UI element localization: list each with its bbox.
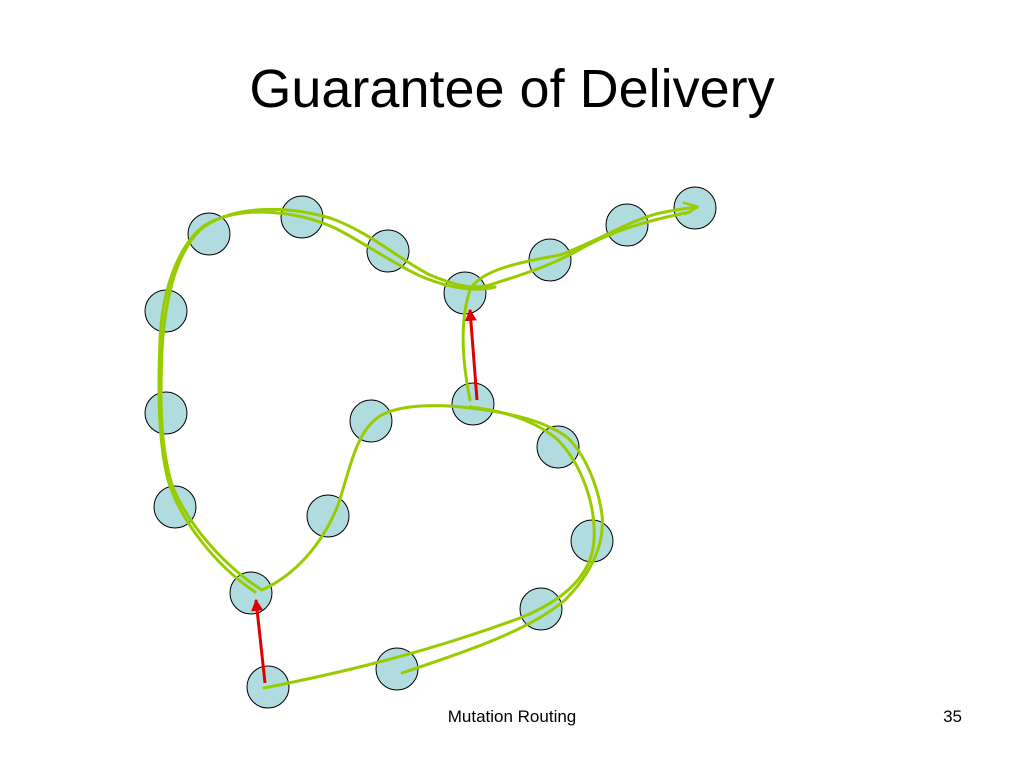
mutation-arrow bbox=[251, 598, 267, 684]
mutation-arrows bbox=[251, 308, 479, 684]
route-segment bbox=[488, 210, 692, 287]
route-segment bbox=[157, 210, 497, 594]
node bbox=[306, 494, 350, 538]
mutation-arrow bbox=[464, 308, 479, 401]
nodes-layer bbox=[144, 186, 717, 709]
node bbox=[451, 382, 495, 426]
route-segment bbox=[260, 404, 604, 675]
node bbox=[349, 399, 393, 443]
node bbox=[187, 212, 231, 256]
routing-paths bbox=[157, 207, 697, 690]
route-segment bbox=[262, 405, 596, 690]
footer-title: Mutation Routing bbox=[447, 707, 577, 726]
node bbox=[144, 391, 188, 435]
route-segment bbox=[461, 207, 697, 402]
page-number: 35 bbox=[943, 707, 962, 726]
slide-title: Guarantee of Delivery bbox=[249, 59, 775, 119]
